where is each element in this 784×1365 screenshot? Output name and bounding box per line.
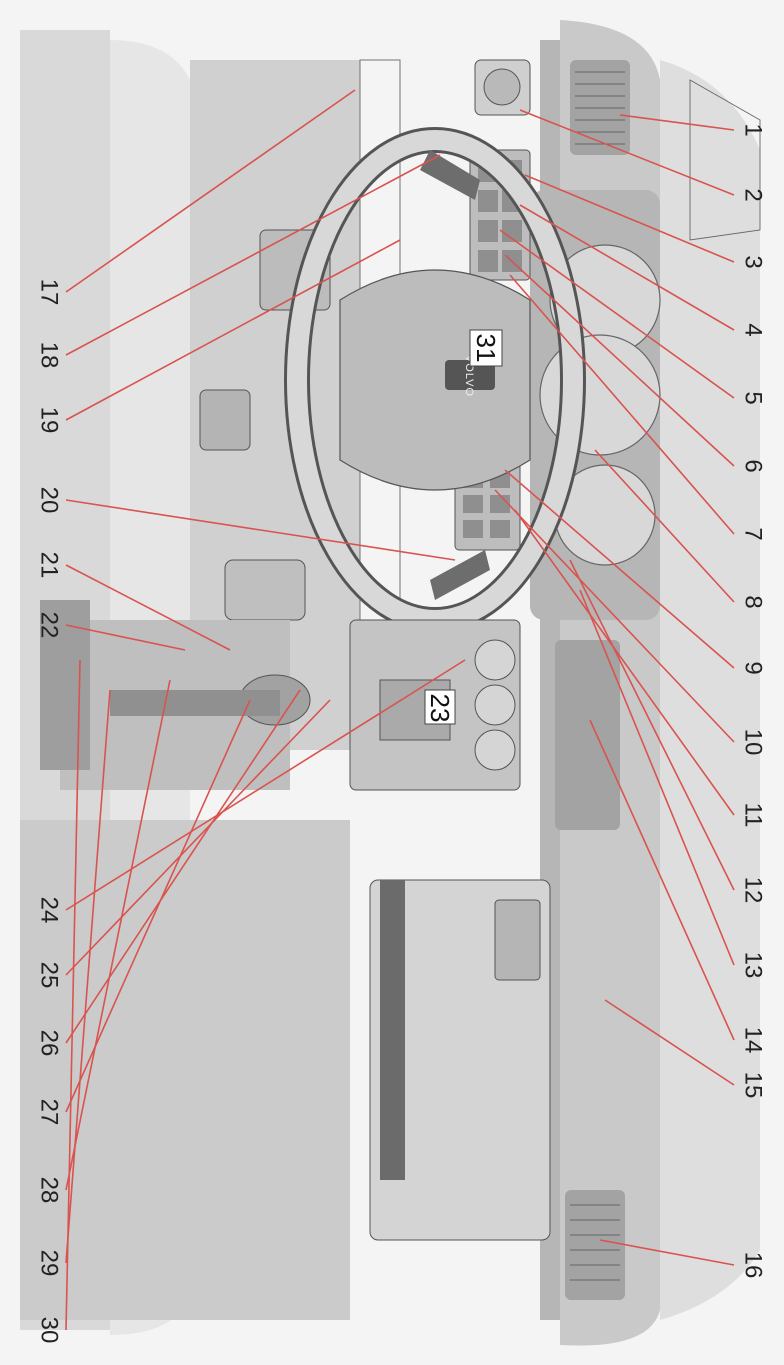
callout-number-27: 27 (36, 1099, 63, 1126)
callout-number-21: 21 (36, 552, 63, 579)
brake-pedal (225, 560, 305, 620)
center-air-vents (555, 640, 620, 830)
dashboard-cover (660, 60, 760, 1320)
glovebox-grip (380, 880, 405, 1180)
air-vent-left (570, 60, 630, 155)
steering-wheel-hub (340, 270, 530, 490)
callout-number-13: 13 (740, 952, 767, 979)
callout-number-3: 3 (740, 255, 767, 268)
glovebox-latch (495, 900, 540, 980)
callout-number-29: 29 (36, 1250, 63, 1277)
callout-number-20: 20 (36, 487, 63, 514)
label-31-text: 31 (471, 334, 501, 363)
callout-number-16: 16 (740, 1252, 767, 1279)
callout-number-25: 25 (36, 962, 63, 989)
climate-knob-1 (475, 640, 515, 680)
callout-number-19: 19 (36, 407, 63, 434)
callout-number-6: 6 (740, 459, 767, 472)
callout-number-11: 11 (740, 803, 767, 828)
air-vent-right (565, 1190, 625, 1300)
callout-number-10: 10 (740, 729, 767, 756)
headlight-knob (484, 69, 520, 105)
label-23-text: 23 (425, 694, 455, 723)
callout-number-30: 30 (36, 1317, 63, 1344)
callout-number-14: 14 (740, 1027, 767, 1054)
climate-knob-2 (475, 685, 515, 725)
callout-number-12: 12 (740, 877, 767, 904)
callout-number-18: 18 (36, 342, 63, 369)
callout-number-2: 2 (740, 188, 767, 201)
callout-number-8: 8 (740, 595, 767, 608)
callout-number-9: 9 (740, 661, 767, 674)
callout-number-15: 15 (740, 1072, 767, 1099)
climate-knob-3 (475, 730, 515, 770)
callout-number-1: 1 (740, 123, 767, 136)
gear-stick (110, 690, 280, 716)
callout-number-17: 17 (36, 279, 63, 306)
callout-number-7: 7 (740, 527, 767, 540)
callout-number-24: 24 (36, 897, 63, 924)
callout-number-28: 28 (36, 1177, 63, 1204)
callout-number-5: 5 (740, 391, 767, 404)
callout-number-4: 4 (740, 323, 767, 336)
callout-number-26: 26 (36, 1030, 63, 1057)
passenger-floor (20, 820, 350, 1320)
accelerator-pedal (200, 390, 250, 450)
callout-number-22: 22 (36, 612, 63, 639)
